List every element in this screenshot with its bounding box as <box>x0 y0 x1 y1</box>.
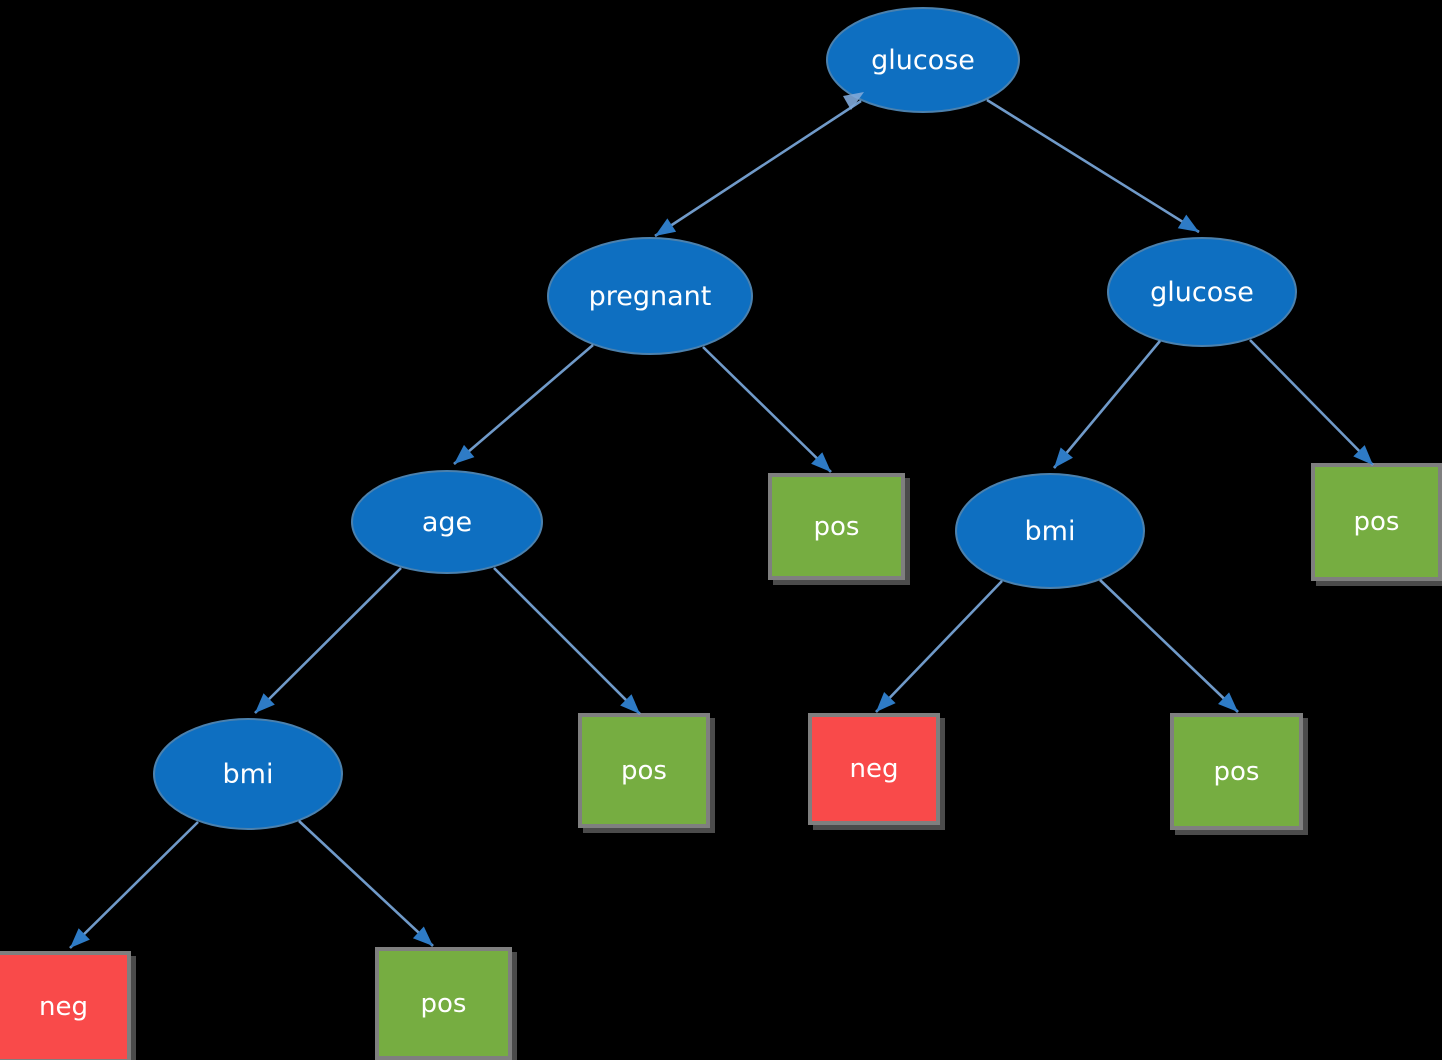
node-label: age <box>421 506 473 538</box>
edge-root-to-glucose2 <box>986 98 1200 234</box>
leaf-node-pos-under-age: pos <box>578 713 710 828</box>
leaf-node-pos-under-bmi-left: pos <box>375 947 512 1060</box>
edge-glucose2-to-pos <box>1249 339 1374 466</box>
node-label: glucose <box>1150 276 1254 308</box>
decision-node-age: age <box>351 470 543 574</box>
leaf-label: neg <box>39 992 88 1022</box>
leaf-label: pos <box>813 511 860 542</box>
edge-pregnant-to-age <box>453 344 594 465</box>
decision-node-glucose-right: glucose <box>1107 237 1297 347</box>
edge-age-to-bmi <box>254 567 402 714</box>
edge-root-to-pregnant <box>654 99 862 238</box>
leaf-label: pos <box>1353 507 1400 537</box>
decision-node-bmi-left: bmi <box>153 718 343 830</box>
edge-pregnant-to-pos <box>702 346 832 473</box>
leaf-node-neg-under-bmi-right: neg <box>808 713 940 825</box>
node-label: bmi <box>1024 515 1076 547</box>
node-label: bmi <box>222 758 274 790</box>
leaf-node-pos-far-right: pos <box>1311 463 1442 581</box>
leaf-label: pos <box>420 988 467 1019</box>
leaf-label: pos <box>1213 756 1260 787</box>
decision-node-bmi-right: bmi <box>955 473 1145 589</box>
leaf-node-neg-under-bmi-left: neg <box>0 951 131 1060</box>
edge-bmi-left-to-pos <box>298 820 434 947</box>
leaf-label: pos <box>621 755 667 786</box>
edge-bmi-right-to-pos <box>1099 579 1239 713</box>
decision-node-pregnant: pregnant <box>547 237 753 355</box>
edge-glucose2-to-bmi <box>1053 340 1161 469</box>
leaf-node-pos-under-pregnant: pos <box>768 473 905 580</box>
leaf-label: neg <box>849 754 899 784</box>
edge-age-to-pos <box>493 567 641 715</box>
edge-bmi-left-to-neg <box>69 821 199 949</box>
edge-bmi-right-to-neg <box>875 580 1003 713</box>
leaf-node-pos-under-bmi-right: pos <box>1170 713 1303 830</box>
node-label: glucose <box>871 44 975 76</box>
node-label: pregnant <box>588 280 712 312</box>
decision-node-glucose-root: glucose <box>826 7 1020 113</box>
